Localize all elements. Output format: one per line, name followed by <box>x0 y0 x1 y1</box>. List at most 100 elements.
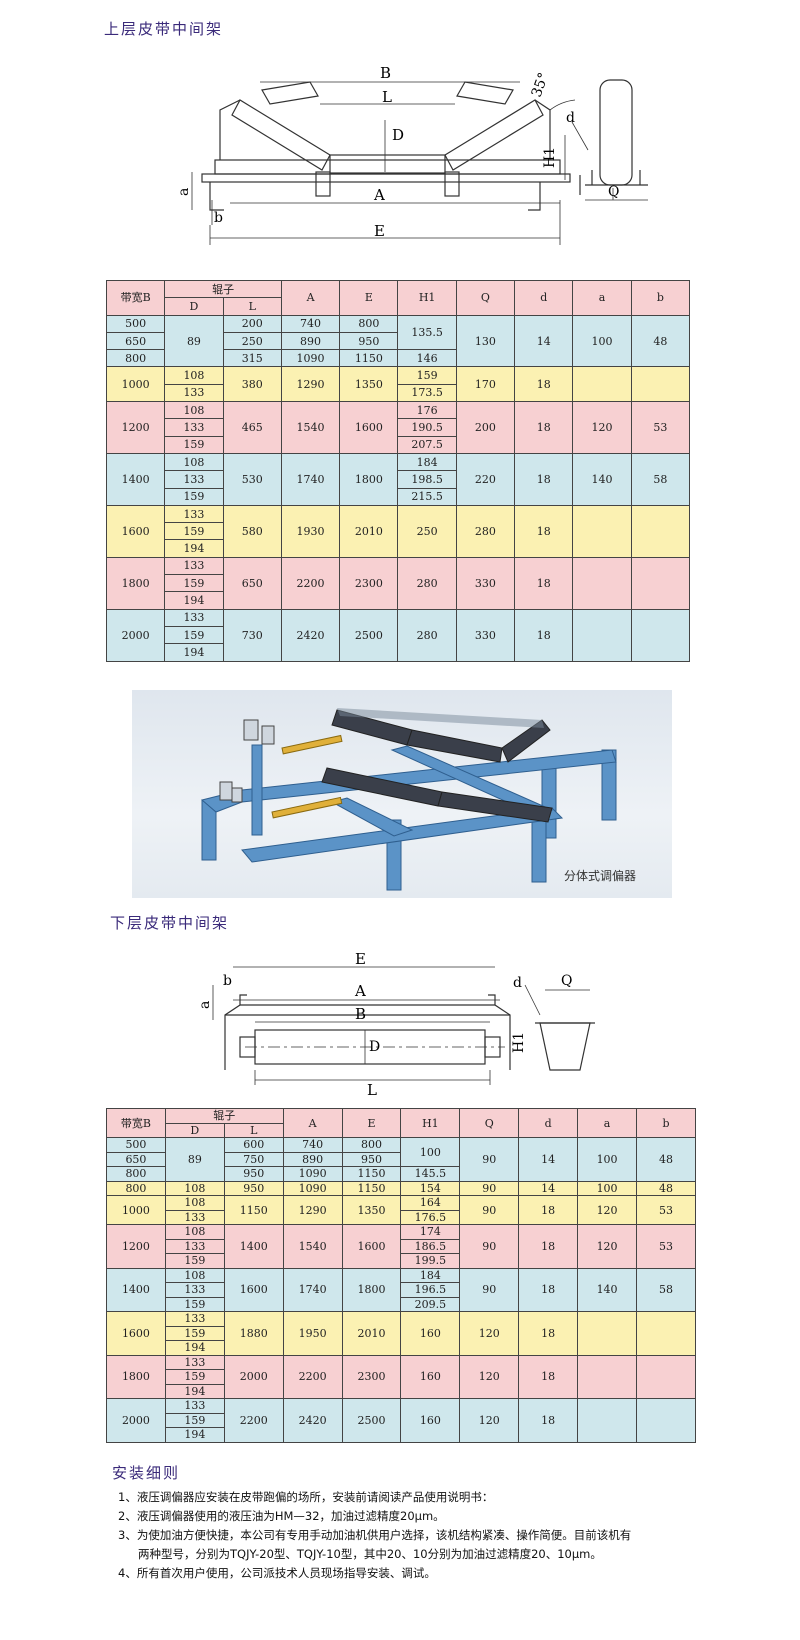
cell-belt: 650 <box>106 1151 166 1167</box>
cell-A: 740 <box>280 314 341 333</box>
header-roller: 辊子 <box>164 1108 284 1124</box>
cell-D: 133 <box>164 418 224 437</box>
cell-H1: 160 <box>400 1398 461 1443</box>
cell-H1: 280 <box>397 556 457 610</box>
cell-Q: 170 <box>455 366 516 403</box>
cell-b: 58 <box>636 1267 696 1312</box>
cell-b: 48 <box>630 314 691 368</box>
left-wing-roller <box>231 99 331 171</box>
note-item: 4、所有首次用户使用，公司派技术人员现场指导安装、调试。 <box>118 1566 436 1580</box>
cell-E: 1600 <box>341 1224 402 1269</box>
cell-E: 2500 <box>339 608 399 662</box>
upper-section-title: 上层皮带中间架 <box>104 20 224 38</box>
cell-Q: 90 <box>459 1195 520 1225</box>
cell-Q: 90 <box>459 1137 520 1182</box>
cell-D: 194 <box>164 539 224 558</box>
cell-D: 159 <box>164 487 224 506</box>
cell-belt: 1000 <box>106 1195 166 1225</box>
cell-L: 200 <box>222 314 282 333</box>
cell-D: 159 <box>164 1253 225 1269</box>
cell-b <box>630 556 691 610</box>
cell-a <box>577 1398 638 1443</box>
cell-L: 950 <box>223 1166 284 1182</box>
cell-a <box>577 1311 638 1356</box>
dim-L-label: L <box>382 88 392 106</box>
cell-D: 89 <box>164 1137 225 1182</box>
header-E: E <box>341 1108 402 1138</box>
lower-dim-A-label: A <box>354 982 366 1000</box>
header-d: d <box>518 1108 579 1138</box>
header-d: d <box>514 280 574 316</box>
cell-E: 1800 <box>339 452 399 506</box>
cell-L: 380 <box>222 366 282 403</box>
cell-H1: 135.5 <box>397 314 457 351</box>
cell-d: 18 <box>518 1224 579 1269</box>
header-L: L <box>222 297 282 316</box>
cell-belt: 1800 <box>106 1354 166 1399</box>
cell-H1: 198.5 <box>397 470 457 489</box>
cell-Q: 120 <box>459 1354 520 1399</box>
table-row: 159 215.5 <box>107 487 690 506</box>
cell-D: 159 <box>164 625 224 645</box>
dim-d-label: d <box>566 110 575 126</box>
cell-H1: 146 <box>397 349 457 368</box>
header-L: L <box>223 1122 284 1138</box>
header-A: A <box>280 280 341 316</box>
cell-L: 750 <box>223 1151 284 1167</box>
cell-A: 1740 <box>280 452 341 506</box>
notes-title: 安装细则 <box>112 1464 181 1482</box>
upper-frame-diagram: B L D A E a b H1 35° d Q <box>180 64 648 245</box>
cell-H1: 173.5 <box>397 383 457 403</box>
cell-belt: 500 <box>106 1137 166 1153</box>
cell-D: 159 <box>164 1296 225 1312</box>
cell-A: 1090 <box>280 349 341 368</box>
cell-E: 2010 <box>339 504 399 558</box>
header-E: E <box>339 280 399 316</box>
cell-L: 580 <box>222 504 282 558</box>
lower-frame-diagram: E A B D L a b H1 d Q <box>197 950 595 1099</box>
cell-Q: 330 <box>455 556 516 610</box>
cell-a: 120 <box>572 401 632 454</box>
cell-H1: 176.5 <box>400 1209 461 1225</box>
cell-L: 1600 <box>223 1267 284 1312</box>
cell-L: 600 <box>223 1137 284 1153</box>
cell-A: 2420 <box>280 608 341 662</box>
cell-D: 89 <box>164 314 224 368</box>
cell-H1: 215.5 <box>397 487 457 506</box>
cell-Q: 120 <box>459 1398 520 1443</box>
cell-Q: 280 <box>455 504 516 558</box>
photo-caption: 分体式调偏器 <box>563 869 636 883</box>
cell-belt: 800 <box>105 349 166 368</box>
cell-d: 18 <box>514 452 574 506</box>
adjuster-illustration <box>200 708 617 891</box>
cell-A: 2200 <box>282 1354 343 1399</box>
cell-A: 2200 <box>280 556 341 610</box>
cell-D: 133 <box>164 504 224 524</box>
cell-Q: 220 <box>455 452 516 506</box>
cell-Q: 90 <box>459 1267 520 1312</box>
lower-dim-D-label: D <box>369 1039 380 1055</box>
cell-E: 2300 <box>341 1354 402 1399</box>
cell-E: 1150 <box>341 1166 402 1182</box>
cell-a: 140 <box>572 452 632 506</box>
cell-D: 133 <box>164 1282 225 1298</box>
cell-b: 48 <box>636 1137 696 1182</box>
cell-E: 1350 <box>339 366 399 403</box>
cell-a: 100 <box>577 1180 638 1196</box>
cell-D: 108 <box>164 1195 225 1211</box>
cell-A: 2420 <box>282 1398 343 1443</box>
cell-D: 194 <box>164 1383 225 1399</box>
deviation-adjuster-photo: 分体式调偏器 <box>132 690 672 898</box>
cell-H1: 160 <box>400 1311 461 1356</box>
